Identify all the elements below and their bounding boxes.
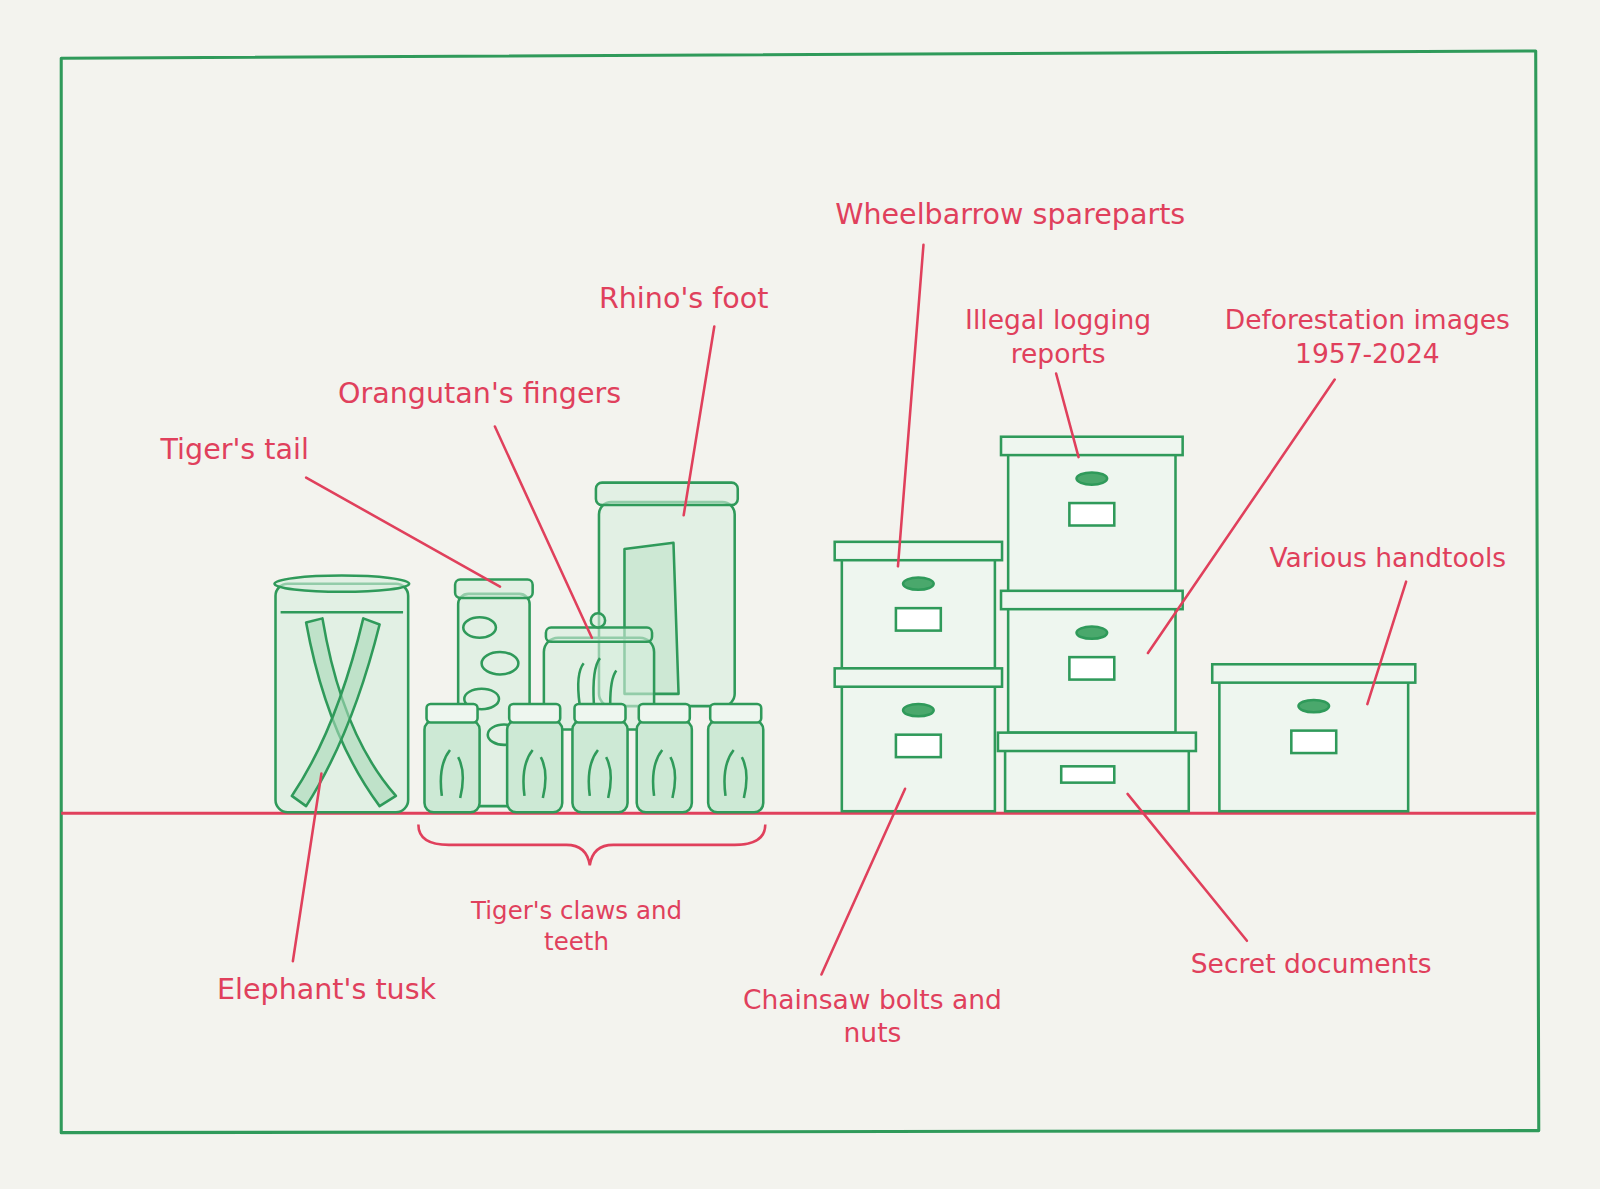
label-plate: [1291, 731, 1336, 753]
claw-jar: [507, 720, 562, 812]
label-plate: [1069, 503, 1114, 525]
storage-box: [842, 686, 995, 812]
claw-jar: [424, 720, 479, 812]
callout-label: Wheelbarrow spareparts: [786, 196, 1235, 232]
label-plate: [896, 608, 941, 630]
storage-box: [1008, 608, 1175, 732]
claw-jar: [572, 720, 627, 812]
jar-lid: [639, 704, 690, 722]
claw: [724, 750, 746, 798]
jar-lid: [427, 704, 478, 722]
claw-jar: [637, 720, 692, 812]
claw: [589, 750, 611, 798]
box-handle: [903, 578, 934, 590]
storage-box: [842, 559, 995, 668]
callout-label: Illegal logging reports: [936, 304, 1181, 370]
callout-label: Chainsaw bolts and nuts: [724, 983, 1020, 1049]
box-handle: [903, 704, 934, 716]
claw-jar: [708, 720, 763, 812]
box-handle: [1298, 700, 1329, 712]
box-lid: [1001, 437, 1183, 455]
jar-lid: [509, 704, 560, 722]
callout-label: Tiger's tail: [122, 431, 346, 467]
callout-label: Elephant's tusk: [173, 972, 479, 1008]
claw: [441, 750, 463, 798]
box-handle: [1077, 472, 1108, 484]
storage-box: [1008, 454, 1175, 592]
box-lid: [1212, 664, 1415, 682]
callout-label: Various handtools: [1245, 542, 1531, 575]
label-plate: [1061, 766, 1114, 782]
callout-label: Tiger's claws and teeth: [464, 896, 688, 957]
callout-label: Secret documents: [1138, 948, 1485, 981]
box-handle: [1077, 627, 1108, 639]
box-lid: [835, 542, 1002, 560]
claw: [523, 750, 545, 798]
callout-label: Deforestation images 1957-2024: [1214, 304, 1520, 370]
label-plate: [1069, 657, 1114, 679]
jar-lid: [574, 704, 625, 722]
callout-label: Rhino's foot: [561, 280, 806, 316]
claw: [653, 750, 675, 798]
box-lid: [998, 733, 1196, 751]
jar-lid: [710, 704, 761, 722]
storage-box: [1005, 750, 1189, 811]
storage-box: [1219, 682, 1408, 812]
box-lid: [835, 668, 1002, 686]
callout-label: Orangutan's fingers: [296, 375, 663, 411]
label-plate: [896, 735, 941, 757]
box-lid: [1001, 591, 1183, 609]
